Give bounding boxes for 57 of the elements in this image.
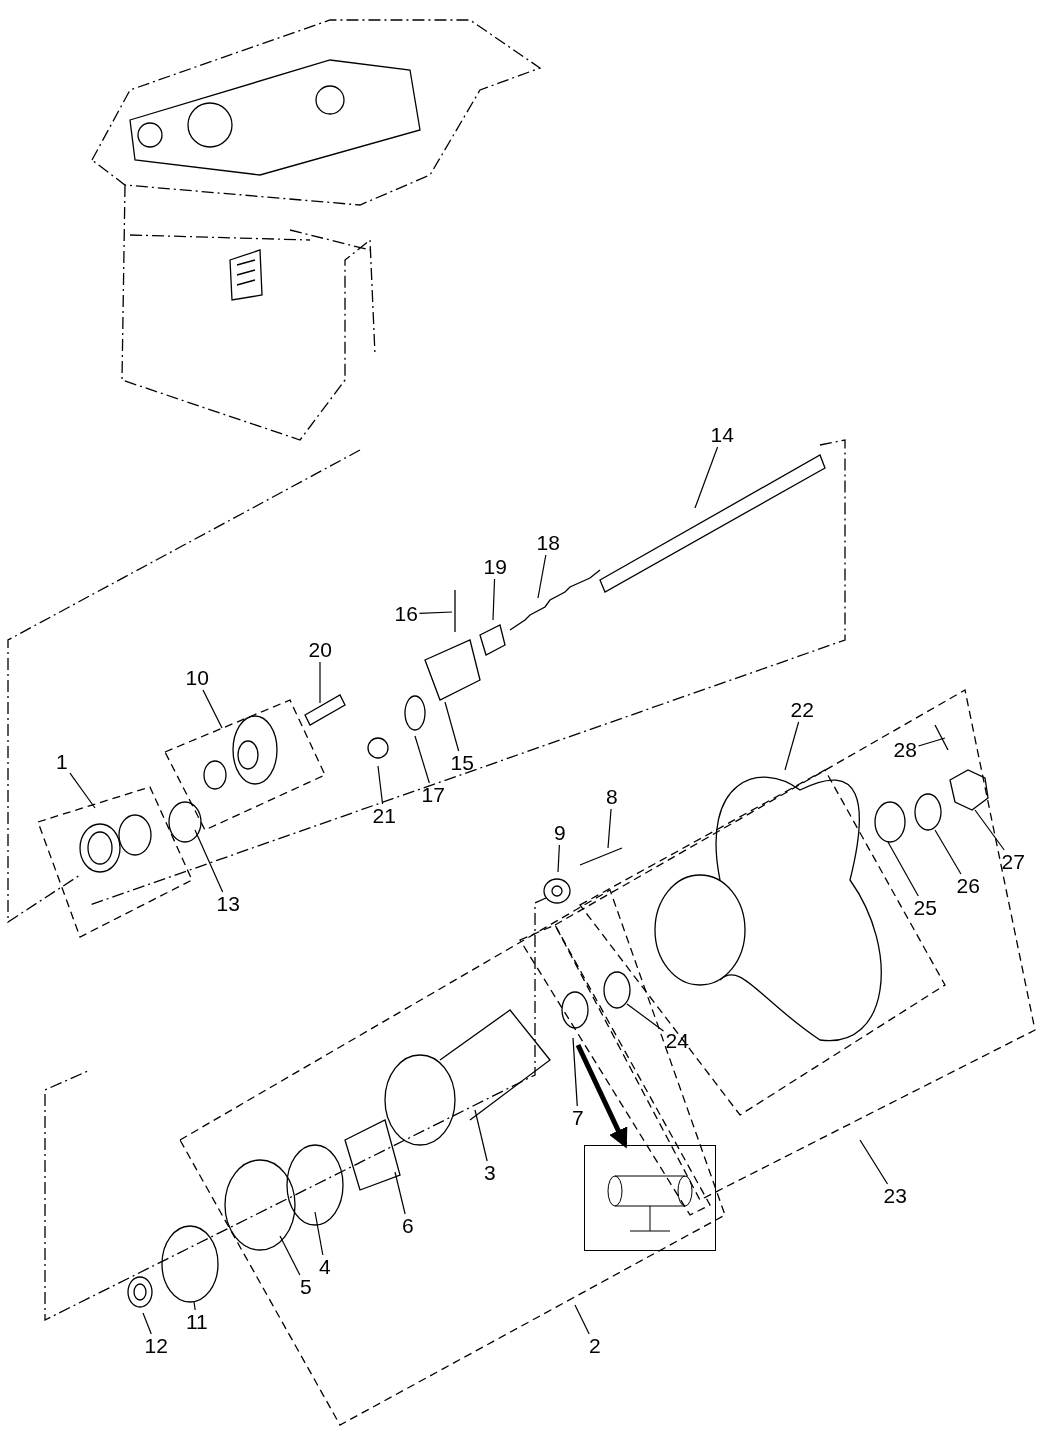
- callout-number: 22: [790, 698, 814, 722]
- leader-line: [202, 689, 223, 729]
- leader-line: [474, 1109, 488, 1162]
- callout-number: 9: [554, 821, 566, 845]
- leader-line: [934, 829, 962, 875]
- leader-line: [574, 1304, 590, 1335]
- leader-line: [314, 1211, 324, 1256]
- callout-number: 13: [216, 892, 240, 916]
- callout-number: 6: [402, 1214, 414, 1238]
- leader-line: [917, 737, 946, 747]
- callout-number: 25: [913, 896, 937, 920]
- callout-number: 28: [893, 738, 917, 762]
- callout-number: 26: [956, 874, 980, 898]
- callout-number: 20: [308, 638, 332, 662]
- leader-line: [557, 844, 560, 873]
- callout-number: 10: [185, 666, 209, 690]
- callout-number: 3: [484, 1161, 496, 1185]
- leader-line: [784, 721, 800, 771]
- leader-line: [444, 701, 460, 752]
- leader-line: [394, 1171, 406, 1215]
- callout-number: 1: [56, 750, 68, 774]
- leader-line: [537, 554, 547, 599]
- callout-number: 2: [589, 1334, 601, 1358]
- callout-number: 4: [319, 1255, 331, 1279]
- callout-number: 24: [665, 1029, 689, 1053]
- detail-inset-drawing: [584, 1145, 716, 1251]
- leader-line: [887, 841, 919, 897]
- leader-line: [414, 735, 430, 784]
- callout-number: 23: [883, 1184, 907, 1208]
- leader-line: [142, 1312, 152, 1335]
- callout-number: 18: [536, 531, 560, 555]
- arrow: [575, 1043, 628, 1149]
- leader-line: [974, 809, 1005, 851]
- leader-line: [279, 1235, 301, 1276]
- callout-number: 15: [450, 751, 474, 775]
- leader-line: [418, 611, 453, 614]
- leader-line: [193, 1301, 196, 1311]
- leader-line: [492, 578, 496, 621]
- callout-number: 8: [606, 785, 618, 809]
- callout-number: 5: [300, 1275, 312, 1299]
- callout-number: 14: [710, 423, 734, 447]
- leader-line: [69, 772, 96, 809]
- callout-number: 21: [372, 804, 396, 828]
- leader-line: [859, 1139, 889, 1185]
- leader-line: [572, 1037, 578, 1107]
- leader-line: [694, 446, 719, 509]
- leader-line: [377, 765, 384, 805]
- callout-number: 17: [421, 783, 445, 807]
- leader-line: [319, 661, 321, 704]
- leader-line: [194, 829, 224, 893]
- callout-number: 12: [144, 1334, 168, 1358]
- leader-line: [607, 808, 612, 849]
- callout-number: 27: [1001, 850, 1025, 874]
- callout-number: 11: [186, 1310, 208, 1334]
- callout-number: 7: [572, 1106, 584, 1130]
- callout-number: 16: [394, 602, 418, 626]
- callout-number: 19: [483, 555, 507, 579]
